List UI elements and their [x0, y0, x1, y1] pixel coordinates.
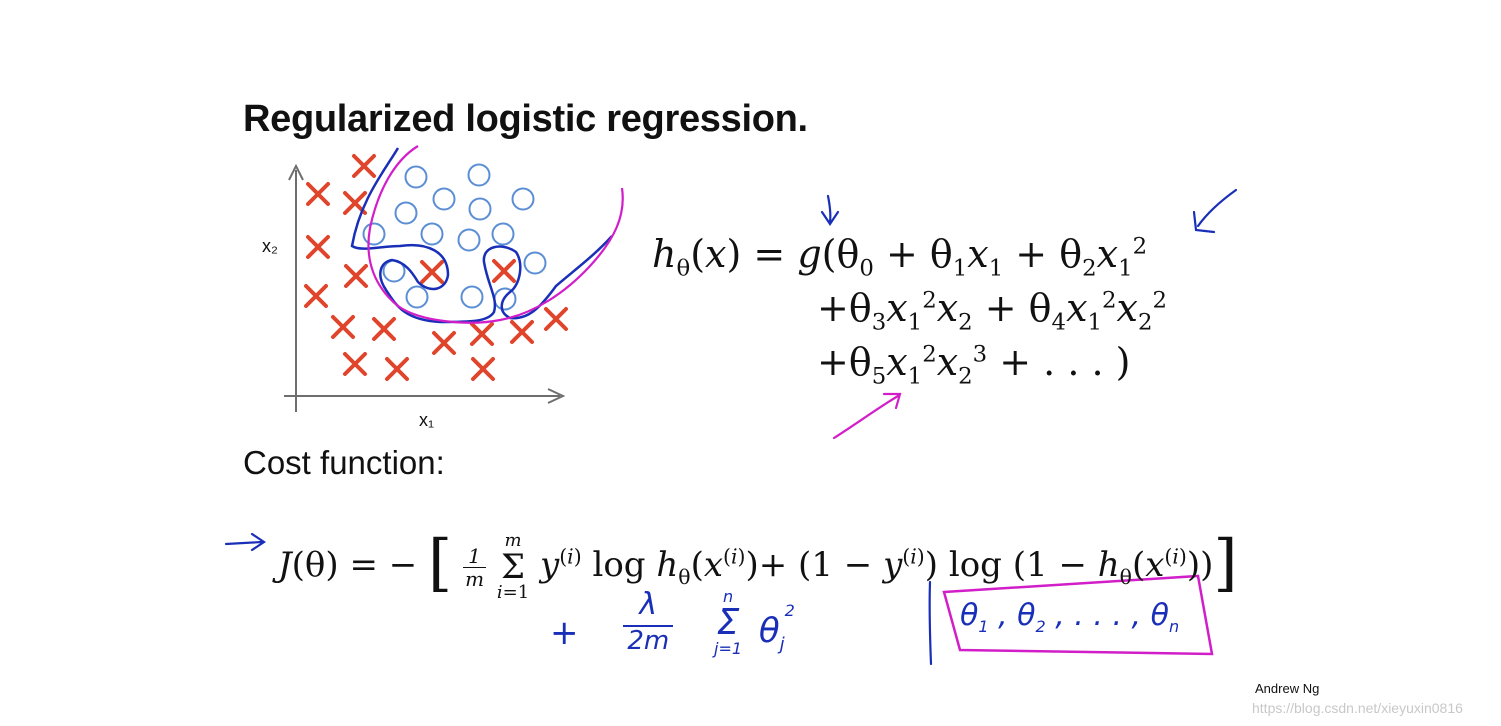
circle-marker	[405, 285, 429, 309]
cross-marker	[385, 357, 409, 381]
cross-marker	[510, 320, 534, 344]
y-axis-label: x₂	[262, 236, 278, 256]
negative-examples	[304, 154, 568, 381]
slide-title: Regularized logistic regression.	[243, 98, 808, 140]
cross-marker	[471, 357, 495, 381]
circle-marker	[394, 201, 418, 225]
x-axis-label: x₁	[419, 410, 435, 430]
circle-marker	[460, 285, 484, 309]
params-box-text: θ1 , θ2 , . . . , θn	[960, 598, 1180, 636]
overfit-boundary	[350, 147, 613, 324]
cross-marker	[432, 331, 456, 355]
circle-marker	[511, 187, 535, 211]
circle-marker	[467, 163, 491, 187]
circle-marker	[404, 165, 428, 189]
circle-marker	[457, 228, 481, 252]
author-credit: Andrew Ng	[1255, 681, 1320, 696]
annotation-arrows	[224, 188, 1238, 666]
circle-marker	[491, 222, 515, 246]
circle-marker	[420, 222, 444, 246]
cross-marker	[352, 154, 376, 178]
cross-marker	[372, 317, 396, 341]
circle-marker	[432, 187, 456, 211]
hypothesis-line-3: +θ5x12x23 + . . . )	[817, 340, 1131, 390]
watermark: https://blog.csdn.net/xieyuxin0816	[1252, 700, 1463, 716]
circle-marker	[362, 222, 386, 246]
cross-marker	[306, 235, 330, 259]
hypothesis-line-2: +θ3x12x2 + θ4x12x22	[817, 286, 1167, 336]
cross-marker	[306, 182, 330, 206]
cross-marker	[343, 352, 367, 376]
cross-marker	[470, 322, 494, 346]
positive-examples	[362, 163, 547, 311]
regularized-boundary	[367, 145, 624, 324]
circle-marker	[468, 197, 492, 221]
cross-marker	[331, 315, 355, 339]
circle-marker	[523, 251, 547, 275]
cross-marker	[304, 284, 328, 308]
cross-marker	[420, 260, 444, 284]
hypothesis-line-1: hθ(x) = g(θ0 + θ1x1 + θ2x12	[652, 232, 1148, 282]
cross-marker	[544, 307, 568, 331]
cross-marker	[344, 264, 368, 288]
magenta-arrow	[832, 392, 902, 440]
cross-marker	[492, 259, 516, 283]
cost-function-label: Cost function:	[243, 444, 445, 481]
params-box-outline	[942, 574, 1214, 656]
plot-axes	[284, 163, 566, 412]
